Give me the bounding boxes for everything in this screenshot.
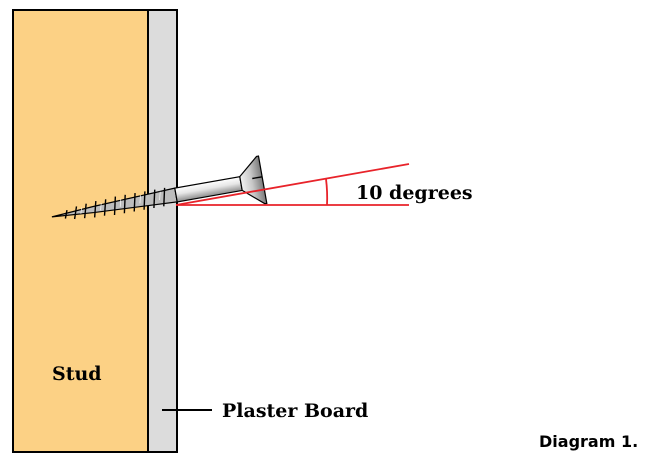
screw [51, 155, 268, 220]
screw-thread [51, 187, 178, 220]
plaster-board-label: Plaster Board [222, 400, 369, 422]
plaster-board [147, 9, 178, 453]
screw-head [239, 155, 268, 205]
diagram-caption: Diagram 1. [539, 432, 639, 451]
angle-arc [325, 178, 329, 206]
angle-label: 10 degrees [356, 182, 473, 204]
stud [12, 9, 149, 453]
screw-slot [252, 176, 263, 180]
screw-axis-line [175, 163, 410, 206]
screw-shank [174, 175, 243, 203]
stud-label: Stud [52, 363, 102, 385]
